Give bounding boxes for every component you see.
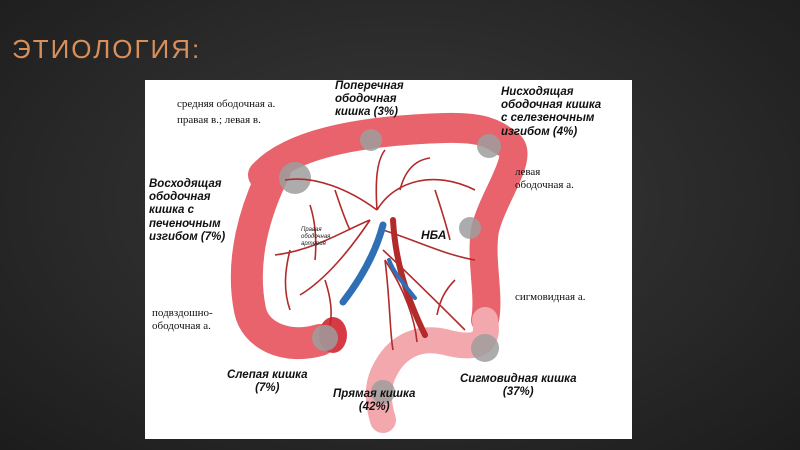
label-sigmoid: Сигмовидная кишка (37%): [460, 373, 577, 399]
lesion-splenic: [477, 134, 501, 158]
label-ascending: Восходящая ободочная кишка с печеночным …: [149, 178, 226, 243]
colon-illustration: [230, 112, 528, 433]
lesion-rectum: [371, 380, 395, 404]
label-transverse: Поперечная ободочная кишка (3%): [335, 80, 404, 119]
lesion-descending: [459, 217, 481, 239]
label-right-left-branches: правая в.; левая в.: [177, 114, 261, 126]
colon-ascending: [230, 154, 336, 360]
portal-vein: [339, 221, 387, 306]
lesion-transverse: [360, 129, 382, 151]
label-right-colic-artery: Правая ободочная артерия: [301, 227, 331, 247]
label-descending: Нисходящая ободочная кишка с селезеночны…: [501, 86, 602, 138]
slide-title: ЭТИОЛОГИЯ:: [12, 34, 202, 64]
colon-descending: [469, 128, 528, 334]
label-ima: НБА: [421, 228, 447, 242]
lesion-cecum: [312, 325, 338, 351]
aorta: [390, 217, 428, 338]
colon-transverse: [248, 112, 520, 190]
lesion-hepatic: [279, 162, 311, 194]
label-ileocolic: подвздошно- ободочная а.: [152, 307, 213, 332]
label-cecum: Слепая кишка (7%): [227, 369, 308, 395]
label-middle-colic: средняя ободочная а.: [177, 98, 276, 110]
label-left-colic: левая ободочная а.: [515, 166, 574, 191]
label-sigmoid-artery: сигмовидная а.: [515, 291, 586, 303]
label-rectum: Прямая кишка (42%): [333, 388, 416, 414]
colon-anatomy-diagram: Поперечная ободочная кишка (3%) Нисходящ…: [145, 80, 632, 439]
ima-vein: [387, 258, 417, 300]
lesion-sigmoid: [471, 334, 499, 362]
arterial-network: [274, 149, 476, 351]
